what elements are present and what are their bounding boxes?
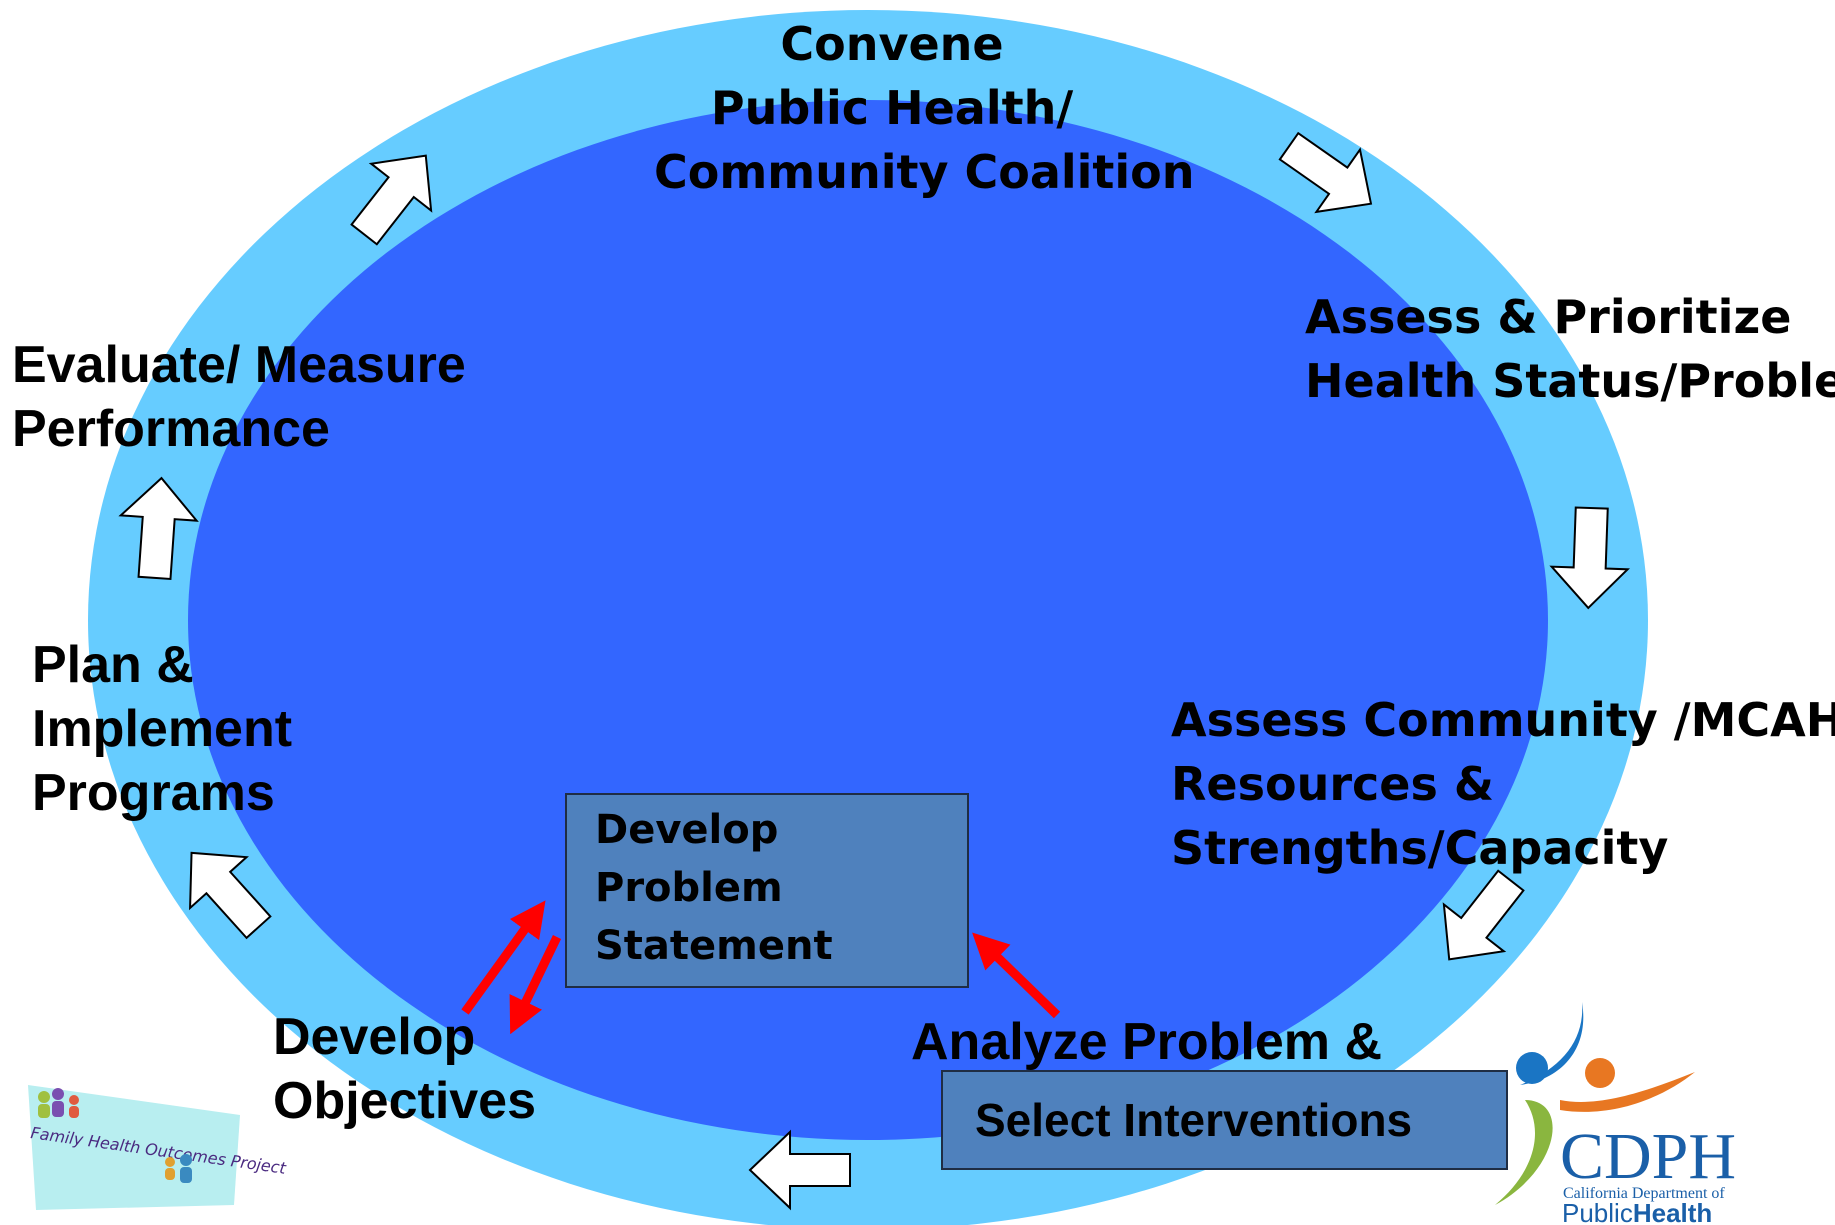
- step-assess-prioritize: Assess & Prioritize Health Status/Proble…: [1305, 285, 1835, 413]
- step-plan-implement: Plan & Implement Programs: [32, 633, 292, 825]
- red-arrow-icon: [972, 932, 1061, 1019]
- problem-statement-line: Develop: [595, 807, 779, 853]
- problem-statement-label: Develop Problem Statement: [595, 801, 833, 975]
- fhop-logo: Family Health Outcomes Project: [28, 1085, 288, 1210]
- cdph-logo: CDPH California Department of PublicHeal…: [1495, 1002, 1736, 1225]
- cycle-arrow-icon: [1442, 869, 1525, 961]
- cycle-arrow-icon: [748, 1129, 851, 1211]
- inner-circle: [188, 100, 1548, 1140]
- red-arrow-icon: [461, 900, 546, 1015]
- cycle-arrow-icon: [350, 154, 433, 246]
- step-assess-community-line: Strengths/Capacity: [1171, 821, 1669, 875]
- people-icon: [165, 1154, 192, 1183]
- step-assess-prioritize-line: Assess & Prioritize: [1305, 290, 1792, 344]
- step-convene-line: Public Health/: [710, 81, 1074, 135]
- step-develop-objectives-line: Objectives: [273, 1072, 537, 1130]
- people-icon: [38, 1088, 79, 1118]
- step-assess-prioritize-line: Health Status/Problems: [1305, 354, 1835, 408]
- cdph-logo-name: PublicHealth: [1562, 1198, 1712, 1225]
- cycle-arrow-icon: [118, 476, 199, 581]
- select-interventions-label: Select Interventions: [975, 1094, 1413, 1146]
- step-assess-community-line: Assess Community /MCAH: [1171, 693, 1835, 747]
- red-arrow-icon: [509, 935, 562, 1035]
- cycle-arrow-icon: [1278, 131, 1373, 214]
- step-convene: Convene Public Health/ Community Coaliti…: [654, 12, 1195, 204]
- cycle-arrow-icon: [1549, 506, 1630, 610]
- step-convene-line: Community Coalition: [654, 145, 1195, 199]
- select-interventions-box: Select Interventions: [941, 1070, 1508, 1170]
- step-assess-community-line: Resources &: [1171, 757, 1495, 811]
- cdph-logo-abbr: CDPH: [1560, 1120, 1736, 1193]
- step-evaluate: Evaluate/ Measure Performance: [12, 333, 466, 461]
- step-evaluate-line: Evaluate/ Measure: [12, 336, 466, 394]
- step-plan-implement-line: Programs: [32, 764, 275, 822]
- step-convene-line: Convene: [780, 17, 1004, 71]
- problem-statement-line: Problem: [595, 865, 783, 911]
- problem-statement-box: Develop Problem Statement: [565, 793, 969, 988]
- step-analyze-problem: Analyze Problem &: [911, 1013, 1383, 1071]
- step-develop-objectives-line: Develop: [273, 1008, 476, 1066]
- step-evaluate-line: Performance: [12, 400, 330, 458]
- step-plan-implement-line: Implement: [32, 700, 293, 758]
- step-plan-implement-line: Plan &: [32, 636, 194, 694]
- cdph-logo-sub: California Department of: [1563, 1185, 1725, 1202]
- cycle-arrow-icon: [189, 851, 272, 940]
- step-develop-objectives: Develop Objectives: [273, 1005, 536, 1133]
- cdph-figures-icon: [1495, 1002, 1695, 1205]
- cdph-logo-name-a: Public: [1562, 1198, 1633, 1225]
- step-assess-community: Assess Community /MCAH Resources & Stren…: [1171, 688, 1835, 880]
- cdph-logo-name-b: Health: [1633, 1198, 1712, 1225]
- problem-statement-line: Statement: [595, 923, 833, 969]
